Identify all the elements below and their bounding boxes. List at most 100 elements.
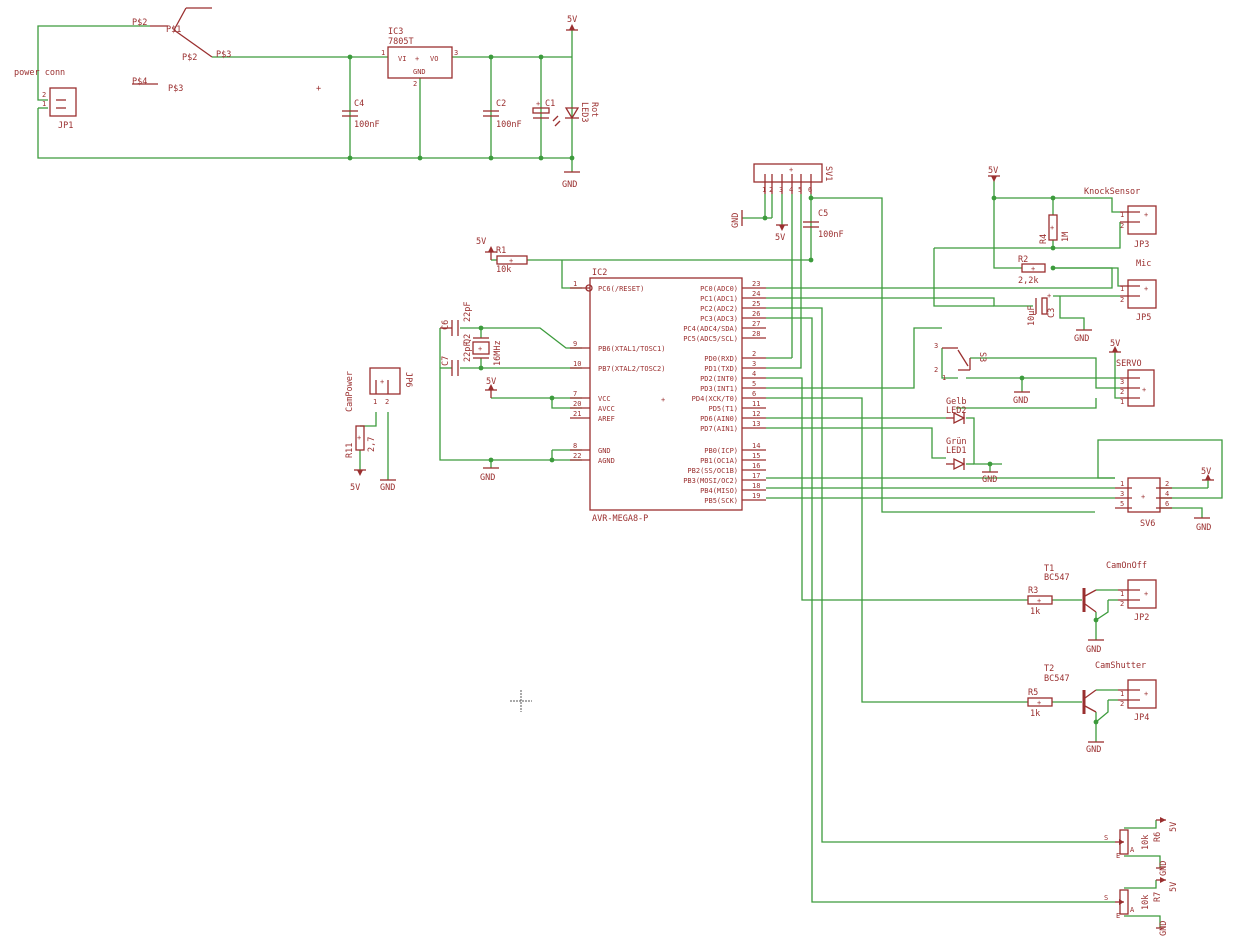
jp6-label: JP6 <box>403 372 413 387</box>
jp6-pin2: 2 <box>385 398 389 406</box>
potentiometer-r7: S E A 10k R7 <box>1104 889 1163 920</box>
connector-servo: + SERVO 3 2 1 <box>1116 359 1155 407</box>
supply-5v-r1: 5V <box>476 237 497 260</box>
r11-name: R11 <box>345 443 355 458</box>
s3-pin2: 2 <box>934 366 938 374</box>
jp3-pin1: 1 <box>1120 211 1124 219</box>
r1-value: 10k <box>496 265 511 275</box>
jp5-label: JP5 <box>1136 313 1151 323</box>
jp5-pin1: 1 <box>1120 285 1124 293</box>
ic2-left-pin-num: 1 <box>573 280 577 288</box>
jp4-pin2: 2 <box>1120 700 1124 708</box>
ic2-right-pin-num: 4 <box>752 370 756 378</box>
switch-s3: S3 3 2 1 <box>934 342 987 382</box>
jp5-plus: + <box>1144 285 1148 293</box>
jp1-label: JP1 <box>58 121 73 131</box>
ic3-pin2: 2 <box>413 80 417 88</box>
resistor-r1: + R1 10k <box>496 246 528 275</box>
c3-plus: + <box>1047 292 1051 300</box>
v5-servo-label: 5V <box>1110 339 1120 349</box>
r7-a: A <box>1130 906 1135 914</box>
ic2-right-pin-label: PC1(ADC1) <box>700 295 738 303</box>
r4-plus: + <box>1050 224 1054 232</box>
r4-name: R4 <box>1039 234 1049 244</box>
camshutter-label: CamShutter <box>1095 661 1146 671</box>
r2-name: R2 <box>1018 255 1028 265</box>
supply-5v-top: 5V <box>566 15 578 31</box>
ic3-value: 7805T <box>388 37 414 47</box>
r2-value: 2,2k <box>1018 276 1038 286</box>
ic2-right-pin-label: PD7(AIN1) <box>700 425 738 433</box>
gnd-campower: GND <box>380 479 396 493</box>
r6-s: S <box>1104 834 1108 842</box>
r6-value: 10k <box>1141 835 1151 850</box>
r11-plus: + <box>357 434 361 442</box>
r6-a: A <box>1130 846 1135 854</box>
servo-pin3: 3 <box>1120 378 1124 386</box>
ic3-pin1: 1 <box>381 49 385 57</box>
resistor-r2: + R2 2,2k <box>1018 255 1046 286</box>
gnd-sv1-label: GND <box>731 213 741 228</box>
ic2-right-pin-label: PB3(MOSI/OC2) <box>683 477 738 485</box>
ic2-right-pin-num: 27 <box>752 320 760 328</box>
s3-label: S3 <box>977 352 987 362</box>
ic2-right-pin-num: 15 <box>752 452 760 460</box>
c2-value: 100nF <box>496 120 522 130</box>
ic2-right-pin-num: 3 <box>752 360 756 368</box>
ic3-pin3: 3 <box>454 49 458 57</box>
ic2-right-pin-num: 13 <box>752 420 760 428</box>
r4-value: 1M <box>1061 232 1071 242</box>
v5-r7-label: 5V <box>1169 882 1179 892</box>
r3-name: R3 <box>1028 586 1038 596</box>
c5-value: 100nF <box>818 230 844 240</box>
regulator-ic3: IC3 7805T VI + VO GND 1 3 2 <box>381 27 458 88</box>
capacitor-c7: C7 22pF <box>441 342 473 376</box>
gnd-r7-label: GND <box>1159 921 1169 936</box>
connector-jp4: + CamShutter JP4 1 2 <box>1095 661 1157 723</box>
led1-name: LED1 <box>946 446 966 456</box>
ic2-left-pin-num: 9 <box>573 340 577 348</box>
led2-name: LED2 <box>946 406 966 416</box>
led-led2: Gelb LED2 <box>946 397 966 425</box>
resistor-r11: + R11 2,7 <box>345 425 377 458</box>
gnd-s3-label: GND <box>1013 396 1028 406</box>
ic2-right-pin-label: PC3(ADC3) <box>700 315 738 323</box>
ic3-name: IC3 <box>388 27 403 37</box>
led-led1: Grün LED1 <box>946 437 966 471</box>
r2-plus: + <box>1031 265 1035 273</box>
ic2-right-pin-label: PB5(SCK) <box>704 497 738 505</box>
sw-label-s1: P$2 <box>132 18 147 28</box>
ic2-right-pin-num: 14 <box>752 442 760 450</box>
gnd-t2-label: GND <box>1086 745 1101 755</box>
t1-name: T1 <box>1044 564 1054 574</box>
jp3-pin2: 2 <box>1120 222 1124 230</box>
ic2-left-pin-num: 21 <box>573 410 581 418</box>
gnd-leds-label: GND <box>982 475 997 485</box>
v5-knock-label: 5V <box>988 166 998 176</box>
ic2-right-pin-label: PB1(OC1A) <box>700 457 738 465</box>
sv6-pin6: 6 <box>1165 500 1169 508</box>
ic2-left-pin-num: 7 <box>573 390 577 398</box>
ic2-right-pin-num: 5 <box>752 380 756 388</box>
gnd-sv1: GND <box>731 210 743 228</box>
ic2-right-pin-label: PC4(ADC4/SDA) <box>683 325 738 333</box>
ic2-right-pin-label: PC2(ADC2) <box>700 305 738 313</box>
transistor-t1: T1 BC547 <box>1044 564 1097 613</box>
connector-jp2: + CamOnOff JP2 1 2 <box>1095 561 1157 623</box>
jp4-pin1: 1 <box>1120 690 1124 698</box>
supply-5v-sv1: 5V <box>775 224 788 243</box>
gnd-mic-label: GND <box>1074 334 1089 344</box>
gnd-r6-label: GND <box>1159 861 1169 876</box>
gnd-t1-label: GND <box>1086 645 1101 655</box>
jp2-plus: + <box>1144 590 1148 598</box>
origin-marker: + <box>316 84 321 94</box>
r6-name: R6 <box>1153 832 1163 842</box>
connector-jp3: + KnockSensor JP3 1 2 <box>1084 187 1157 250</box>
gnd-s3: GND <box>1013 391 1030 406</box>
capacitor-c4: C4 100nF <box>342 99 380 130</box>
gnd-leds: GND <box>982 471 998 485</box>
gnd-mcu: GND <box>480 467 499 483</box>
sw-label-s2: P$1 <box>166 25 181 35</box>
jp6-pin1: 1 <box>373 398 377 406</box>
c6-value: 22pF <box>463 302 473 322</box>
